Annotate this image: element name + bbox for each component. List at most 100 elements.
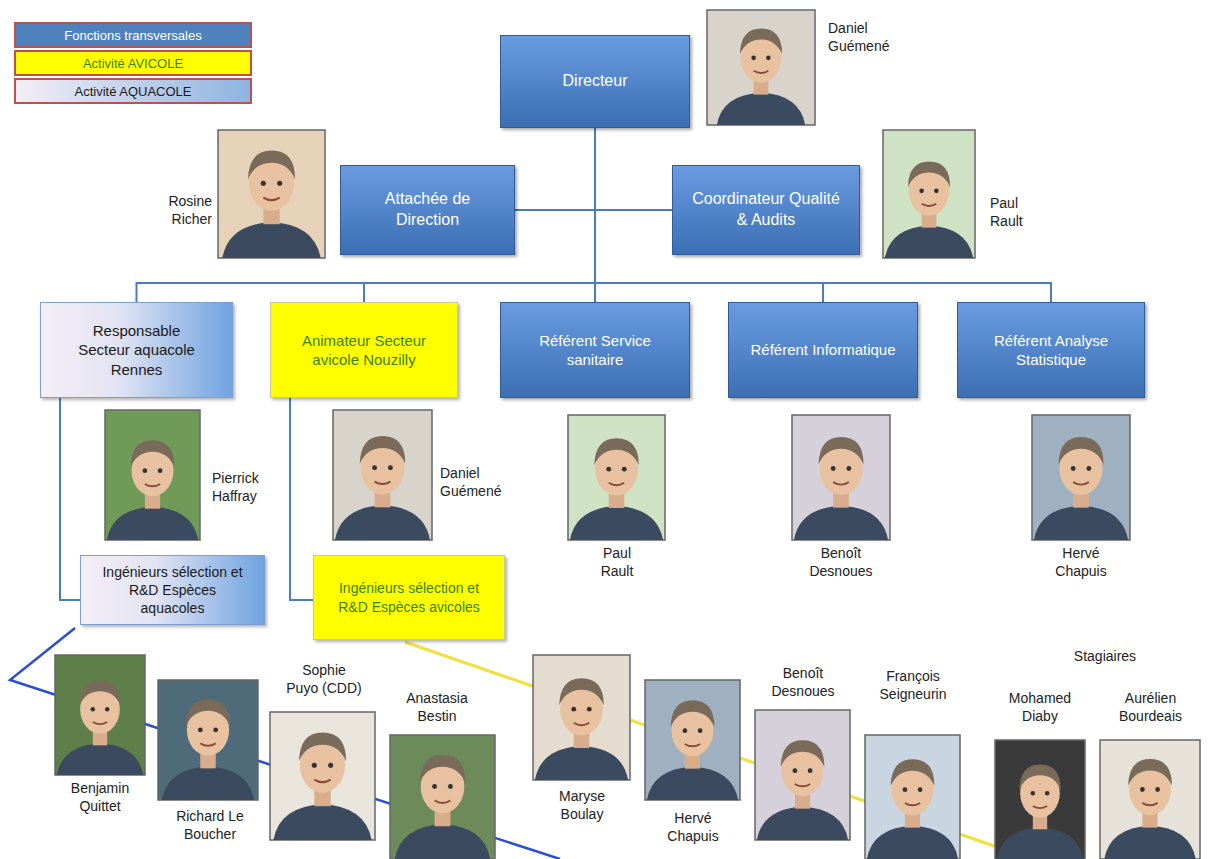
person-name: Pierrick Haffray — [212, 470, 282, 505]
photo-frame — [270, 712, 375, 840]
person-name: Benjamin Quittet — [60, 780, 140, 815]
box-text: Attachée de Direction — [363, 189, 493, 231]
portrait-figure — [570, 438, 663, 540]
photo-frame — [755, 710, 850, 840]
person-name: Benoît Desnoues — [801, 545, 881, 580]
org-box: Coordinateur Qualité & Audits — [672, 165, 860, 255]
person-name: Daniel Guémené — [828, 20, 898, 55]
portrait-figure — [535, 678, 628, 780]
box-text: Référent Informatique — [750, 340, 895, 360]
legend-row: Fonctions transversales — [14, 22, 252, 48]
photo-frame — [55, 655, 145, 775]
portrait-photo — [333, 410, 432, 540]
portrait-photo — [533, 655, 630, 780]
portrait-photo — [55, 655, 145, 775]
portrait-photo — [105, 410, 200, 540]
portrait-figure — [794, 437, 888, 540]
photo-frame — [883, 130, 975, 258]
org-box: Animateur Secteur avicole Nouzilly — [270, 302, 458, 398]
person-name: Paul Rault — [990, 195, 1040, 230]
portrait-figure — [335, 436, 430, 540]
org-box: Référent Informatique — [728, 302, 918, 398]
portrait-photo — [270, 712, 375, 840]
photo-frame — [1100, 740, 1200, 859]
person-name: Daniel Guémené — [440, 465, 520, 500]
org-connector — [60, 398, 80, 600]
portrait-figure — [885, 161, 973, 258]
portrait-photo — [707, 10, 815, 125]
aquacole-team-line — [10, 628, 560, 859]
box-text: Responsable Secteur aquacole Rennes — [73, 321, 201, 380]
person-name: Maryse Boulay — [542, 788, 622, 823]
person-name: Mohamed Diaby — [995, 690, 1085, 725]
person-name: Paul Rault — [592, 545, 642, 580]
portrait-figure — [1104, 759, 1195, 859]
portrait-photo — [568, 415, 665, 540]
box-text: Coordinateur Qualité & Audits — [686, 189, 846, 231]
portrait-figure — [395, 755, 490, 859]
org-box: Responsable Secteur aquacole Rennes — [40, 302, 233, 398]
photo-frame — [1032, 415, 1130, 540]
portrait-figure — [1034, 437, 1128, 540]
org-box: Directeur — [500, 35, 690, 128]
person-name: François Seigneurin — [868, 668, 958, 703]
photo-frame — [333, 410, 432, 540]
photo-frame — [865, 735, 960, 859]
photo-frame — [218, 130, 325, 258]
org-connector — [595, 128, 672, 210]
photo-frame — [533, 655, 630, 780]
person-name: Aurélien Bourdeais — [1103, 690, 1198, 725]
portrait-figure — [273, 732, 371, 840]
group-heading: Stagiaires — [1060, 648, 1150, 666]
portrait-photo — [218, 130, 325, 258]
portrait-figure — [162, 699, 254, 800]
person-name: Hervé Chapuis — [1046, 545, 1116, 580]
photo-frame — [390, 735, 495, 859]
portrait-photo — [792, 415, 890, 540]
portrait-figure — [57, 681, 143, 776]
portrait-photo — [390, 735, 495, 859]
portrait-figure — [647, 700, 738, 800]
box-text: Directeur — [563, 71, 628, 92]
portrait-photo — [1032, 415, 1130, 540]
person-name: Sophie Puyo (CDD) — [286, 662, 362, 697]
portrait-figure — [107, 440, 198, 540]
photo-frame — [158, 680, 258, 800]
legend-text: Activité AQUACOLE — [74, 84, 191, 99]
legend: Fonctions transversalesActivité AVICOLE A… — [14, 22, 252, 106]
portrait-figure — [717, 28, 805, 125]
org-connector — [515, 128, 595, 210]
org-box: Référent Service sanitaire — [500, 302, 690, 398]
box-text: Référent Analyse Statistique — [976, 331, 1126, 370]
org-connector — [595, 128, 1051, 302]
org-box: Ingénieurs sélection et R&D Espèces avic… — [313, 555, 505, 640]
photo-frame — [995, 740, 1085, 859]
legend-text: Fonctions transversales — [64, 28, 201, 43]
photo-frame — [792, 415, 890, 540]
portrait-figure — [222, 150, 320, 258]
portrait-photo — [645, 680, 740, 800]
box-text: Référent Service sanitaire — [520, 331, 670, 370]
box-text: Ingénieurs sélection et R&D Espèces avic… — [334, 579, 484, 615]
photo-frame — [105, 410, 200, 540]
portrait-figure — [997, 765, 1083, 859]
box-text: Ingénieurs sélection et R&D Espèces aqua… — [98, 563, 248, 618]
portrait-photo — [883, 130, 975, 258]
person-name: Anastasia Bestin — [392, 690, 482, 725]
box-text: Animateur Secteur avicole Nouzilly — [300, 331, 428, 370]
org-box: Ingénieurs sélection et R&D Espèces aqua… — [80, 555, 265, 625]
person-name: Benoît Desnoues — [763, 665, 843, 700]
portrait-photo — [755, 710, 850, 840]
org-connector — [137, 128, 596, 302]
org-box: Attachée de Direction — [340, 165, 515, 255]
photo-frame — [568, 415, 665, 540]
person-name: Hervé Chapuis — [648, 810, 738, 845]
legend-row: Activité AVICOLE — [14, 50, 252, 76]
legend-row: Activité AQUACOLE — [14, 78, 252, 104]
legend-text: Activité AVICOLE — [83, 56, 183, 71]
org-connector — [290, 398, 313, 600]
portrait-photo — [1100, 740, 1200, 859]
